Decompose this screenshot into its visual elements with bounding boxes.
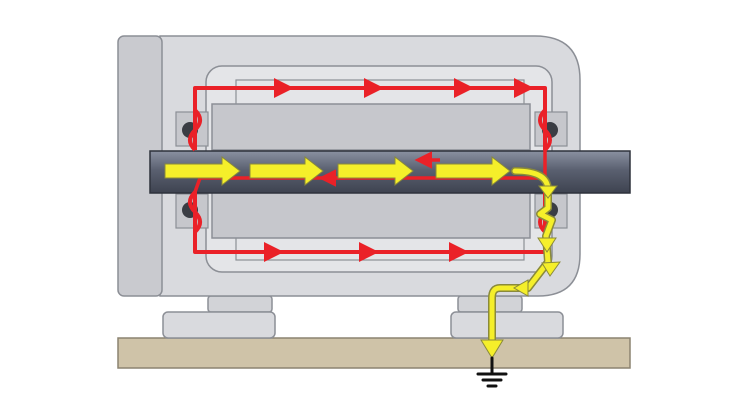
shaft-current-arrow-3 (337, 155, 414, 187)
discharge-arrow-2 (537, 237, 557, 253)
foot-left-upper (207, 295, 273, 313)
bearing-current-left-top (188, 108, 202, 152)
discharge-arrow-1 (538, 185, 558, 199)
foot-right-lower (450, 311, 564, 339)
ground-symbol-icon (476, 356, 508, 388)
shaft-current-arrow-1 (164, 155, 241, 187)
ground-discharge-path (488, 167, 556, 349)
stator-upper (211, 103, 531, 151)
bearing-current-left-bottom (188, 190, 202, 234)
shaft-current-arrow-2 (249, 155, 324, 187)
discharge-arrowheads (480, 185, 562, 359)
base-plate (117, 337, 631, 369)
discharge-arrow-3 (541, 261, 562, 277)
yellow-arrow-icon (164, 155, 511, 187)
foot-left-lower (162, 311, 276, 339)
discharge-current-line (489, 168, 555, 348)
discharge-arrow-5 (480, 339, 504, 359)
bearing-current-right-top (538, 108, 552, 152)
shaft-current-arrow-4 (435, 155, 511, 187)
discharge-arrow-4 (512, 279, 529, 297)
motor-feet (162, 295, 564, 339)
shaft-return-link-left (193, 177, 202, 193)
stator-lower (211, 191, 531, 239)
